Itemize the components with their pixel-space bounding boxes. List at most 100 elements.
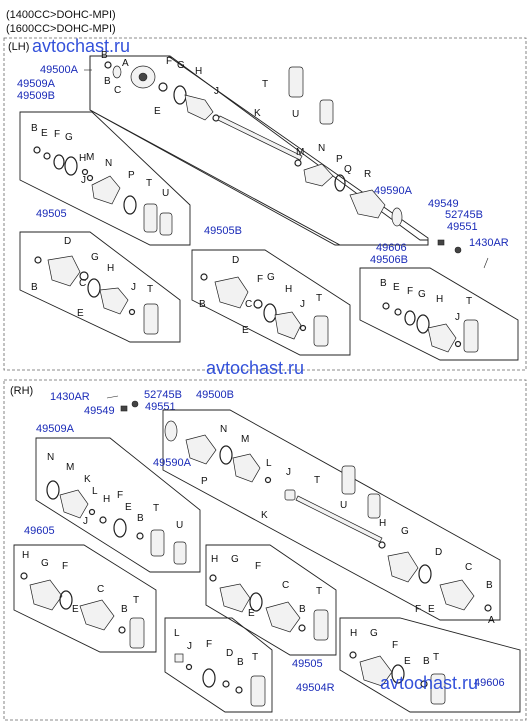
letter-G: G [370, 628, 378, 639]
letter-G: G [177, 60, 185, 71]
letter-T: T [316, 293, 322, 304]
letter-L: L [174, 628, 180, 639]
grease-49605 [129, 617, 145, 649]
letter-N: N [47, 452, 54, 463]
boot-kit-grease-T-rh [150, 529, 165, 557]
letter-E: E [404, 656, 411, 667]
lh-49505-panel [19, 231, 181, 343]
outer-cv-joint-49505B [214, 276, 249, 309]
letter-E: E [72, 604, 79, 615]
boot-kit-boot-rh [59, 489, 89, 519]
letter-F: F [54, 129, 60, 140]
damper-rh [284, 489, 296, 501]
letter-T: T [316, 586, 322, 597]
letter-N: N [105, 158, 112, 169]
outer-boot-rh [387, 551, 419, 583]
letter-F: F [392, 640, 398, 651]
letter-H: H [22, 550, 29, 561]
lh-section-frame [3, 37, 527, 371]
grease-tube-U [319, 99, 334, 125]
letter-E: E [77, 308, 84, 319]
letter-K: K [84, 474, 91, 485]
letter-B: B [486, 580, 493, 591]
outer-cv-joint-49605 [79, 599, 115, 631]
watermark-top: avtochast.ru [32, 36, 130, 56]
pn-49551-lh: 49551 [447, 221, 478, 233]
tone-ring-rh [164, 420, 178, 442]
letter-B: B [199, 299, 206, 310]
letter-F: F [257, 274, 263, 285]
pn-49590A-rh: 49590A [153, 457, 192, 469]
tone-ring [391, 207, 403, 227]
rh-main-assembly-panel [162, 409, 501, 621]
letter-H: H [79, 153, 86, 164]
grease-49504R [250, 675, 266, 707]
letter-C: C [465, 562, 472, 573]
engine-spec-line-2: (1600CC>DOHC-MPI) [6, 23, 116, 35]
letter-M: M [86, 152, 94, 163]
letter-E: E [242, 325, 249, 336]
grease-U-rh [367, 493, 381, 519]
letter-B: B [101, 50, 108, 61]
letter-Q: Q [344, 164, 352, 175]
letter-A: A [488, 615, 495, 626]
letter-E: E [248, 608, 255, 619]
letter-C: C [79, 278, 86, 289]
letter-M: M [296, 147, 304, 158]
letter-G: G [91, 252, 99, 263]
letter-J: J [187, 641, 192, 652]
letter-C: C [114, 85, 121, 96]
letter-G: G [418, 289, 426, 300]
pn-49505B: 49505B [204, 225, 242, 237]
letter-G: G [65, 132, 73, 143]
letter-G: G [401, 526, 409, 537]
nut-49549 [437, 239, 445, 246]
grease-49606-rh [430, 673, 446, 705]
boot-49605 [29, 579, 63, 611]
pn-49509A-rh: 49509A [36, 423, 75, 435]
letter-E: E [154, 106, 161, 117]
inner-boot-rh [232, 453, 261, 483]
letter-P: P [201, 476, 208, 487]
letter-F: F [415, 604, 421, 615]
letter-B: B [31, 123, 38, 134]
letter-D: D [64, 236, 71, 247]
letter-B: B [299, 604, 306, 615]
letter-D: D [232, 255, 239, 266]
lh-49505B-panel [191, 249, 351, 356]
outer-cv-joint-rh [439, 579, 475, 611]
letter-M: M [241, 434, 249, 445]
letter-H: H [211, 554, 218, 565]
letter-E: E [41, 128, 48, 139]
rh-boot-kit-panel [35, 437, 201, 573]
boot-49505B [274, 311, 302, 340]
washer-49551-rh [131, 400, 139, 408]
letter-C: C [245, 299, 252, 310]
pn-49500A: 49500A [40, 64, 79, 76]
inner-cv-joint-rh [185, 434, 217, 465]
drive-shaft [217, 115, 303, 161]
pn-52745B-rh: 52745B [144, 389, 182, 401]
letter-N: N [318, 143, 325, 154]
pn-49606-lh: 49606 [376, 242, 407, 254]
pn-49505-lh: 49505 [36, 208, 67, 220]
letter-H: H [195, 66, 202, 77]
boot-kit-boot [91, 175, 121, 205]
letter-F: F [206, 639, 212, 650]
grease-49505 [143, 303, 159, 335]
pn-49590A: 49590A [374, 185, 413, 197]
lh-section-label: (LH) [8, 41, 29, 53]
letter-J: J [131, 282, 136, 293]
letter-J: J [81, 175, 86, 186]
letter-T: T [262, 79, 268, 90]
pn-49549-rh: 49549 [84, 405, 115, 417]
boot-kit-grease-U-rh [173, 541, 187, 565]
letter-J: J [83, 516, 88, 527]
letter-U: U [176, 520, 183, 531]
inner-cv-joint [349, 189, 386, 219]
rh-49606-panel [339, 617, 521, 713]
letter-T: T [153, 503, 159, 514]
letter-B: B [380, 278, 387, 289]
letter-F: F [62, 561, 68, 572]
